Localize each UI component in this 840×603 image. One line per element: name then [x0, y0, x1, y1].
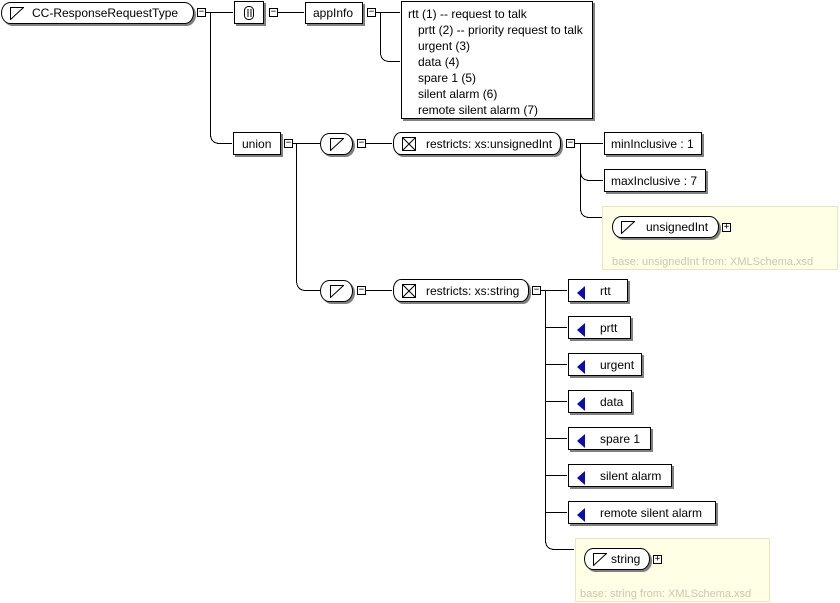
enum-label: data — [600, 394, 624, 409]
doc-line: silent alarm (6) — [418, 87, 498, 101]
root-simpletype-name: CC-ResponseRequestType — [32, 6, 179, 20]
base-string-expand-toggle[interactable]: + — [653, 554, 662, 564]
simpletype-1-collapse-toggle[interactable]: − — [357, 138, 366, 148]
enumeration-icon — [577, 434, 585, 448]
facet-label: maxInclusive : 7 — [611, 173, 698, 188]
restriction-string-collapse-toggle[interactable]: − — [532, 285, 541, 295]
facet-maxinclusive[interactable]: maxInclusive : 7 — [604, 169, 706, 192]
simpletype-icon — [593, 553, 607, 566]
enum-label: remote silent alarm — [600, 505, 703, 520]
restriction-unsignedint-collapse-toggle[interactable]: − — [566, 138, 575, 148]
anonymous-simpletype-2[interactable] — [320, 280, 353, 302]
base-string-node[interactable]: string — [584, 548, 650, 570]
base-unsignedint-node[interactable]: unsignedInt — [612, 216, 719, 238]
union-label: union — [242, 136, 272, 151]
enum-rtt[interactable]: rtt — [568, 279, 628, 302]
facet-mininclusive[interactable]: minInclusive : 1 — [604, 132, 702, 155]
simpletype-icon — [330, 138, 344, 151]
base-unsignedint-expand-toggle[interactable]: + — [722, 222, 731, 232]
doc-line: prtt (2) -- priority request to talk — [418, 23, 583, 37]
base-string-note: base: string from: XMLSchema.xsd — [580, 588, 752, 600]
enum-prtt[interactable]: prtt — [568, 316, 631, 339]
appinfo-node[interactable]: appInfo — [305, 2, 363, 24]
appinfo-label: appInfo — [313, 6, 354, 20]
annotation-collapse-toggle[interactable]: − — [269, 7, 278, 17]
restriction-icon — [402, 137, 416, 151]
facet-label: minInclusive : 1 — [611, 136, 694, 151]
enum-label: spare 1 — [600, 431, 641, 446]
enum-silent-alarm[interactable]: silent alarm — [568, 464, 672, 487]
enum-urgent[interactable]: urgent — [568, 353, 642, 376]
union-node[interactable]: union — [233, 132, 281, 155]
base-unsignedint-note: base: unsignedInt from: XMLSchema.xsd — [612, 256, 814, 268]
enum-label: urgent — [600, 357, 635, 372]
simpletype-icon — [10, 7, 24, 20]
enumeration-icon — [577, 471, 585, 485]
root-simpletype-node[interactable]: CC-ResponseRequestType — [1, 2, 194, 24]
base-string-name: string — [611, 552, 641, 566]
doc-line: spare 1 (5) — [418, 71, 477, 85]
enum-label: rtt — [600, 283, 611, 298]
simpletype-icon — [621, 221, 635, 234]
restriction-icon — [402, 284, 416, 298]
enumeration-icon — [577, 397, 585, 411]
appinfo-collapse-toggle[interactable]: − — [367, 7, 376, 17]
anonymous-simpletype-1[interactable] — [320, 133, 353, 155]
appinfo-documentation: rtt (1) -- request to talk prtt (2) -- p… — [401, 1, 593, 119]
enumeration-icon — [577, 360, 585, 374]
union-collapse-toggle[interactable]: − — [284, 138, 293, 148]
restriction-unsignedint-label: restricts: xs:unsignedInt — [426, 136, 553, 151]
base-unsignedint-name: unsignedInt — [646, 220, 709, 234]
doc-line: remote silent alarm (7) — [418, 103, 539, 117]
restriction-string-label: restricts: xs:string — [426, 283, 520, 298]
root-collapse-toggle[interactable]: − — [197, 7, 206, 17]
restriction-string[interactable]: restricts: xs:string — [393, 279, 529, 302]
enum-label: silent alarm — [600, 468, 662, 483]
simpletype-icon — [330, 285, 344, 298]
enumeration-icon — [577, 286, 585, 300]
annotation-node[interactable] — [234, 1, 264, 24]
simpletype-2-collapse-toggle[interactable]: − — [357, 285, 366, 295]
annotation-icon — [244, 6, 254, 20]
enum-label: prtt — [600, 320, 618, 335]
doc-line: data (4) — [418, 55, 460, 69]
restriction-unsignedint[interactable]: restricts: xs:unsignedInt — [393, 132, 561, 155]
enum-remote-silent-alarm[interactable]: remote silent alarm — [568, 501, 716, 524]
enum-spare-1[interactable]: spare 1 — [568, 427, 651, 450]
doc-line: rtt (1) -- request to talk — [408, 7, 527, 21]
enumeration-icon — [577, 323, 585, 337]
enumeration-icon — [577, 508, 585, 522]
doc-line: urgent (3) — [418, 39, 471, 53]
enum-data[interactable]: data — [568, 390, 632, 413]
